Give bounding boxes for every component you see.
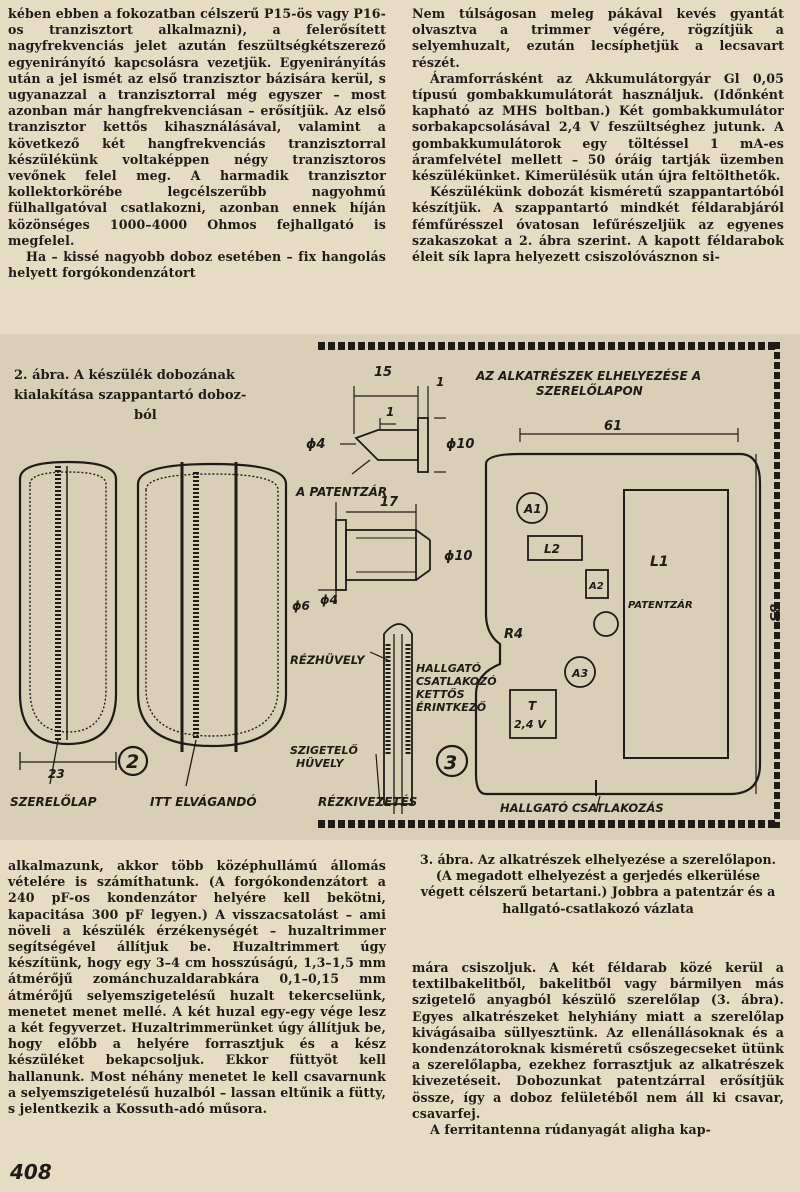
label-a1: A1 bbox=[523, 502, 542, 516]
figure-number-2: 2 bbox=[126, 751, 139, 773]
dim-83: 83 bbox=[766, 604, 781, 622]
label-r4: R4 bbox=[504, 627, 523, 642]
soap-box-half-left bbox=[18, 460, 118, 746]
dim-phi4: ϕ4 bbox=[306, 437, 325, 452]
patent-snap-upper bbox=[354, 429, 419, 461]
dim-phi10: ϕ10 bbox=[446, 437, 474, 452]
paragraph: alkalmazunk, akkor több középhullámú áll… bbox=[8, 858, 386, 1117]
paragraph: kében ebben a fokozatban célszerű P15-ös… bbox=[8, 6, 386, 248]
caption-line: 2. ábra. A készülék dobozának bbox=[14, 368, 235, 383]
figure-panel bbox=[0, 334, 800, 840]
caption-line: kialakítása szappantartó doboz- bbox=[14, 388, 247, 403]
figure-number-3: 3 bbox=[444, 752, 457, 774]
dim-phi6: ϕ6 bbox=[292, 599, 310, 613]
paragraph: Áramforrásként az Akkumulátorgyár Gl 0,0… bbox=[412, 70, 784, 184]
soap-box-half-right bbox=[136, 462, 288, 748]
figure-border-right bbox=[774, 342, 780, 828]
figure-border-top bbox=[318, 342, 778, 350]
dim-1: 1 bbox=[386, 405, 394, 419]
figure-2-caption: 2. ábra. A készülék dobozának kialakítás… bbox=[14, 366, 304, 426]
paragraph: Ha – kissé nagyobb doboz esetében – fix … bbox=[8, 249, 386, 281]
text-column-bottom-right: mára csiszoljuk. A két féldarab közé ker… bbox=[412, 960, 784, 1138]
label-t: T bbox=[528, 699, 537, 713]
label-rezhuvely: RÉZHÜVELY bbox=[290, 652, 366, 667]
label-itt-elvagando: ITT ELVÁGANDÓ bbox=[150, 794, 257, 809]
label-hallgato-csatlakozas: HALLGATÓ CSATLAKOZÁS bbox=[500, 800, 664, 815]
label-l1: L1 bbox=[650, 554, 669, 570]
page-number: 408 bbox=[10, 1160, 52, 1184]
paragraph: Készülékünk dobozát kisméretű szappantar… bbox=[412, 184, 784, 265]
figure-3-caption: 3. ábra. Az alkatrészek elhelyezése a sz… bbox=[419, 852, 777, 916]
figure-border-bottom bbox=[318, 820, 778, 828]
dim-1: 1 bbox=[436, 375, 444, 389]
label-a-patentzar: A PATENTZÁR bbox=[295, 484, 387, 499]
dim-15: 15 bbox=[374, 365, 392, 380]
paragraph: Nem túlságosan meleg pákával kevés gyant… bbox=[412, 6, 784, 70]
patent-snap-lower bbox=[335, 519, 347, 591]
dim-23: 23 bbox=[48, 767, 65, 781]
dim-phi4: ϕ4 bbox=[320, 593, 338, 607]
text-column-top-right: Nem túlságosan meleg pákával kevés gyant… bbox=[412, 6, 784, 265]
label-patentzar: PATENTZÁR bbox=[628, 598, 693, 611]
text-column-bottom-left: alkalmazunk, akkor több középhullámú áll… bbox=[8, 858, 386, 1117]
caption-line: ból bbox=[134, 408, 157, 423]
label-rezkivezetes: RÉZKIVEZETÉS bbox=[318, 794, 417, 809]
dim-17: 17 bbox=[380, 495, 399, 510]
label-2-4v: 2,4 V bbox=[514, 718, 547, 731]
mounting-board bbox=[474, 452, 762, 796]
label-a2: A2 bbox=[588, 581, 604, 592]
paragraph: mára csiszoljuk. A két féldarab közé ker… bbox=[412, 960, 784, 1121]
dim-phi10: ϕ10 bbox=[444, 549, 472, 564]
text-column-top-left: kében ebben a fokozatban célszerű P15-ös… bbox=[8, 6, 386, 281]
label-l2: L2 bbox=[544, 542, 560, 556]
headphone-connector bbox=[383, 623, 413, 805]
paragraph: A ferritantenna rúdanyagát aligha kap- bbox=[430, 1122, 711, 1138]
label-szerelolap: SZERELŐLAP bbox=[10, 794, 97, 809]
technical-diagram: 15 1 1 ϕ4 ϕ10 A PATENTZÁR 17 ϕ10 ϕ6 ϕ4 R… bbox=[10, 365, 781, 815]
label-a3: A3 bbox=[571, 667, 589, 680]
dim-61: 61 bbox=[604, 419, 622, 434]
l1-cutout bbox=[623, 489, 729, 759]
